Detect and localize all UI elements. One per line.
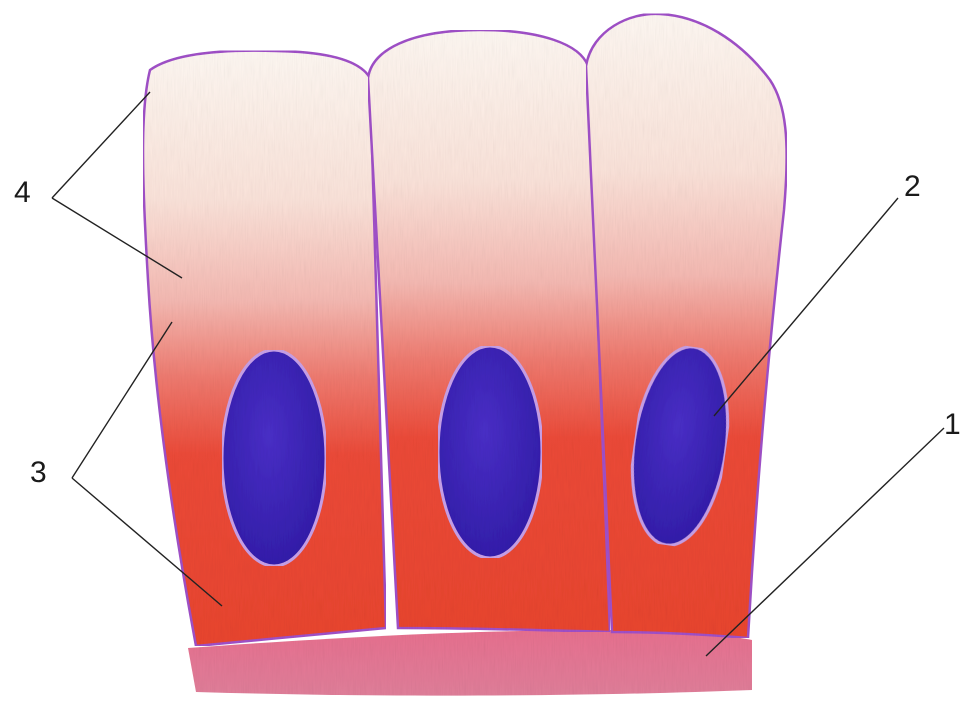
label-cytoplasm-apical: 4 [14, 176, 31, 209]
leader-line-3a [72, 322, 172, 478]
label-nucleus: 2 [904, 170, 921, 203]
nucleus-middle [438, 346, 542, 558]
label-cytoplasm-basal: 3 [30, 456, 47, 489]
cell-right [586, 14, 787, 638]
nucleus-left [222, 350, 326, 566]
label-basement-membrane: 1 [944, 408, 960, 441]
leader-line-4a [52, 92, 150, 198]
